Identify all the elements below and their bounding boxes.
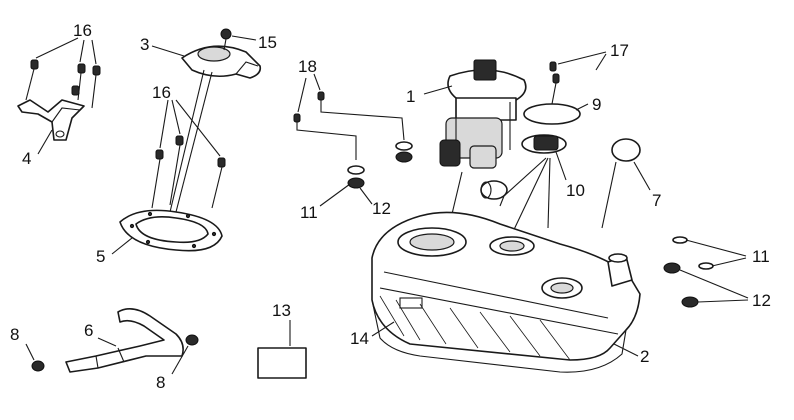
callout-11-right: 11 — [752, 247, 770, 266]
part-1-fuel-pump — [439, 59, 527, 215]
callout-16-middle: 16 — [152, 83, 171, 102]
callout-12-left: 12 — [372, 199, 391, 218]
callout-3: 3 — [140, 35, 149, 54]
screws-18 — [293, 91, 405, 160]
callout-4: 4 — [22, 149, 31, 168]
callout-18: 18 — [298, 57, 317, 76]
clamps-8 — [31, 334, 199, 372]
part-5-gasket — [119, 209, 223, 252]
part-6-hose — [65, 308, 184, 373]
callout-10: 10 — [566, 181, 585, 200]
callout-15: 15 — [258, 33, 277, 52]
leader-lines — [25, 35, 749, 375]
screw-15 — [220, 28, 232, 51]
callout-6: 6 — [84, 321, 93, 340]
callout-11-left: 11 — [300, 203, 318, 222]
callout-9: 9 — [592, 95, 601, 114]
part-13-label — [257, 347, 307, 379]
callout-2: 2 — [640, 347, 649, 366]
callout-13: 13 — [272, 301, 291, 320]
assembly-line-3-5b — [175, 71, 213, 213]
bolts-16-top-left — [25, 59, 101, 109]
callout-14: 14 — [350, 329, 369, 348]
part-2-fuel-tank — [371, 211, 641, 373]
callout-16-top: 16 — [73, 21, 92, 40]
part-3-cover — [181, 45, 262, 79]
washers-11-12-left — [347, 141, 413, 189]
washers-11-12-right — [663, 236, 714, 308]
part-7-cap — [601, 138, 641, 229]
callout-labels: 16 3 15 4 16 5 18 1 17 9 11 12 10 7 14 1… — [10, 21, 771, 392]
callout-12-right: 12 — [752, 291, 771, 310]
callout-7: 7 — [652, 191, 661, 210]
callout-8-left: 8 — [10, 325, 19, 344]
float — [480, 180, 508, 200]
callout-17: 17 — [610, 41, 629, 60]
callout-1: 1 — [406, 87, 415, 106]
callout-5: 5 — [96, 247, 105, 266]
part-4-bracket — [17, 99, 85, 141]
bolts-16-middle — [151, 135, 226, 209]
screws-17 — [549, 61, 560, 105]
part-9-seal — [523, 103, 581, 125]
part-10-level-sensor — [499, 134, 567, 239]
assembly-line-3-5 — [169, 69, 205, 213]
callout-8-right: 8 — [156, 373, 165, 392]
